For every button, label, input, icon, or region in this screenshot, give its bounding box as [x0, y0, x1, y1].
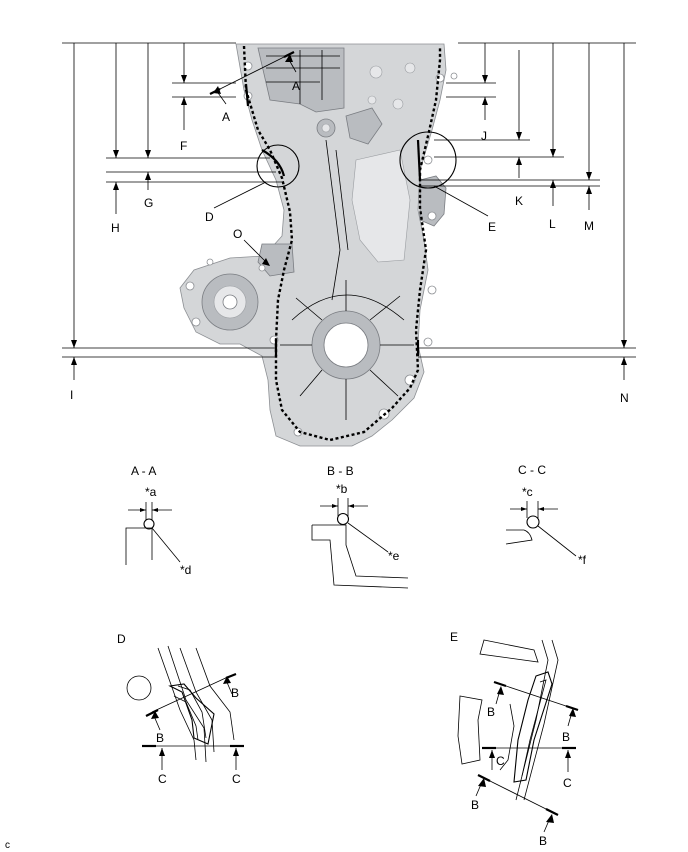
- detail-e-circle: [399, 131, 457, 189]
- detail-e-title: E: [450, 630, 458, 644]
- detail-d-label-c-left: C: [158, 772, 167, 786]
- detail-d-title: D: [117, 632, 126, 646]
- detail-e: E B B C C B B: [450, 630, 579, 848]
- section-cc-bead-note: *f: [578, 553, 587, 567]
- section-cc-title: C - C: [518, 463, 546, 477]
- label-i: I: [70, 388, 73, 402]
- label-h: H: [111, 221, 120, 235]
- label-j: J: [481, 129, 487, 143]
- label-n: N: [620, 391, 629, 405]
- label-a-top: A: [292, 79, 300, 93]
- label-m: M: [584, 219, 594, 233]
- label-k: K: [515, 194, 523, 208]
- section-aa-dim: *a: [145, 485, 157, 499]
- section-bb-bead-note: *e: [388, 549, 400, 563]
- label-l: L: [549, 217, 556, 231]
- timing-cover-body: [179, 43, 458, 447]
- detail-e-label-b-1: B: [487, 705, 495, 719]
- sealant-bead-line: [242, 45, 442, 442]
- section-cc-dim: *c: [522, 485, 533, 499]
- section-a-cut: [209, 51, 297, 105]
- detail-d-label-b-lower: B: [156, 731, 164, 745]
- detail-d-circle: [256, 144, 300, 188]
- dimension-lines-left: [62, 42, 284, 380]
- section-bb: B - B *b *e: [311, 464, 409, 589]
- detail-e-label-b-3: B: [471, 798, 479, 812]
- section-bb-dim: *b: [336, 482, 348, 496]
- label-f: F: [180, 139, 187, 153]
- section-aa-title: A - A: [131, 464, 156, 478]
- section-cc: C - C *c *f: [505, 463, 587, 567]
- detail-d-label-c-right: C: [232, 772, 241, 786]
- section-bb-title: B - B: [327, 464, 354, 478]
- detail-e-label-c-1: C: [496, 754, 505, 768]
- detail-e-label-c-2: C: [563, 776, 572, 790]
- section-aa: A - A *a *d: [125, 464, 191, 577]
- detail-d-label-b-upper: B: [231, 686, 239, 700]
- label-e: E: [488, 220, 496, 234]
- detail-e-label-b-2: B: [562, 730, 570, 744]
- label-a-left: A: [222, 110, 230, 124]
- detail-e-label-b-4: B: [539, 834, 547, 848]
- label-o: O: [233, 227, 242, 241]
- illustration-code: c: [5, 840, 10, 851]
- detail-d: D B B C C: [117, 632, 244, 786]
- label-g: G: [144, 196, 153, 210]
- section-aa-bead-note: *d: [180, 563, 191, 577]
- label-d: D: [205, 210, 214, 224]
- dimension-lines-right: [418, 42, 636, 380]
